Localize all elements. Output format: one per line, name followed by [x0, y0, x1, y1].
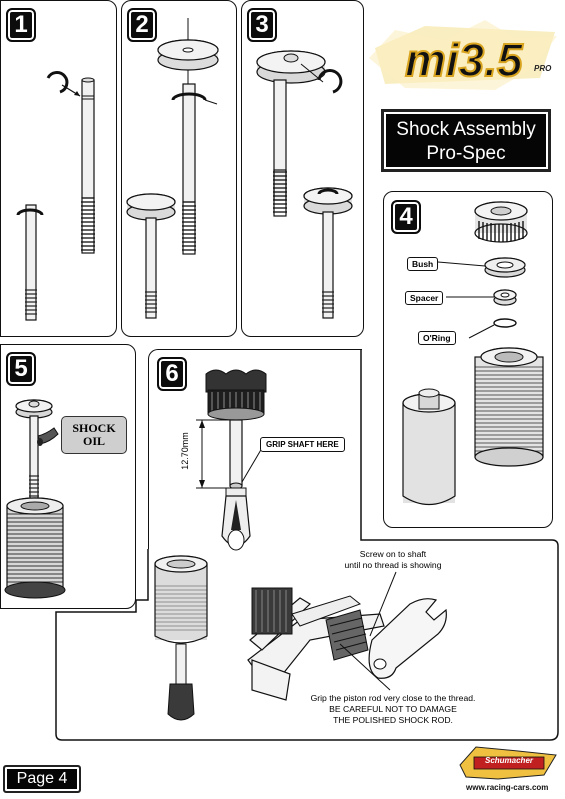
step4-illustration: [402, 201, 544, 506]
step-number-5: 5: [6, 352, 36, 386]
logo-text: PRO: [534, 64, 552, 73]
step5-illustration: [4, 399, 66, 599]
step-number-1: 1: [6, 8, 36, 42]
title-box: Shock Assembly Pro-Spec: [381, 109, 551, 172]
label-bush: Bush: [407, 257, 439, 271]
website-text: www.racing-cars.com: [466, 783, 549, 792]
note-screw: Screw on to shaft until no thread is sho…: [318, 549, 468, 571]
note-screw-line-2: until no thread is showing: [344, 560, 442, 570]
label-oring: O'Ring: [418, 331, 456, 345]
step-number-3: 3: [247, 8, 277, 42]
note-grip-line-1: Grip the piston rod very close to the th…: [310, 693, 476, 703]
page-number: Page 4: [3, 765, 81, 793]
note-grip-line-3: THE POLISHED SHOCK ROD.: [333, 715, 453, 725]
note-grip-line-2: BE CAREFUL NOT TO DAMAGE: [329, 704, 457, 714]
step3-illustration: [256, 50, 353, 319]
step-panel-1: [0, 0, 117, 337]
label-dimension: 12.70mm: [179, 432, 190, 470]
step-number-4: 4: [391, 200, 421, 234]
shock-oil-line-1: SHOCK: [72, 421, 116, 435]
step2-illustration: [126, 18, 219, 319]
shock-oil-bottle-label: SHOCK OIL: [61, 416, 127, 454]
schumacher-logo: [459, 746, 557, 780]
title-line-2: Pro-Spec: [426, 143, 506, 164]
label-spacer: Spacer: [405, 291, 444, 305]
shock-oil-line-2: OIL: [82, 434, 105, 448]
step1-illustration: [16, 70, 95, 321]
step-number-2: 2: [127, 8, 157, 42]
svg-text:mi3.5: mi3.5: [405, 34, 524, 86]
note-grip: Grip the piston rod very close to the th…: [278, 693, 508, 726]
step-number-6: 6: [157, 357, 187, 391]
title-line-1: Shock Assembly: [396, 119, 536, 140]
label-grip-shaft: GRIP SHAFT HERE: [260, 437, 345, 452]
note-screw-line-1: Screw on to shaft: [359, 549, 427, 559]
mi35-logo: mi3.5: [369, 20, 557, 90]
brand-name: Schumacher: [484, 756, 534, 765]
